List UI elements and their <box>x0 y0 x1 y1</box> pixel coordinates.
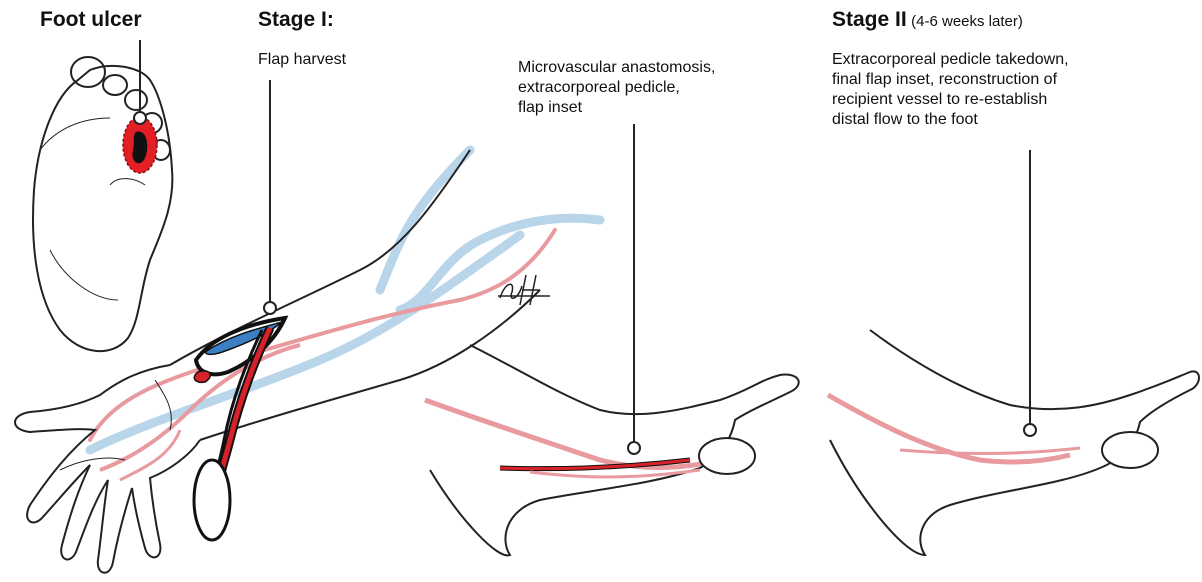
foot-ulcer-label: Foot ulcer <box>40 8 142 32</box>
foot-sole-drawing <box>33 57 172 351</box>
stage-2-timing: (4-6 weeks later) <box>911 13 1023 30</box>
anastomosis-label: Microvascular anastomosis, extracorporea… <box>518 58 715 118</box>
forearm-hand-drawing <box>15 80 600 573</box>
stage-2-line-4: distal flow to the foot <box>832 110 1069 130</box>
stage-2-heading: Stage II (4-6 weeks later) <box>832 8 1023 32</box>
stage-1-title: Stage I: <box>258 8 334 32</box>
foot-stage2-drawing <box>828 150 1199 555</box>
anastomosis-line-1: Microvascular anastomosis, <box>518 58 715 78</box>
anastomosis-line-3: flap inset <box>518 98 715 118</box>
anastomosis-line-2: extracorporeal pedicle, <box>518 78 715 98</box>
stage-2-line-2: final flap inset, reconstruction of <box>832 70 1069 90</box>
stage-2-line-1: Extracorporeal pedicle takedown, <box>832 50 1069 70</box>
stage-2-step-label: Extracorporeal pedicle takedown, final f… <box>832 50 1069 130</box>
stage-1-step-label: Flap harvest <box>258 50 346 70</box>
stage-2-title: Stage II <box>832 8 907 31</box>
stage-2-line-3: recipient vessel to re-establish <box>832 90 1069 110</box>
